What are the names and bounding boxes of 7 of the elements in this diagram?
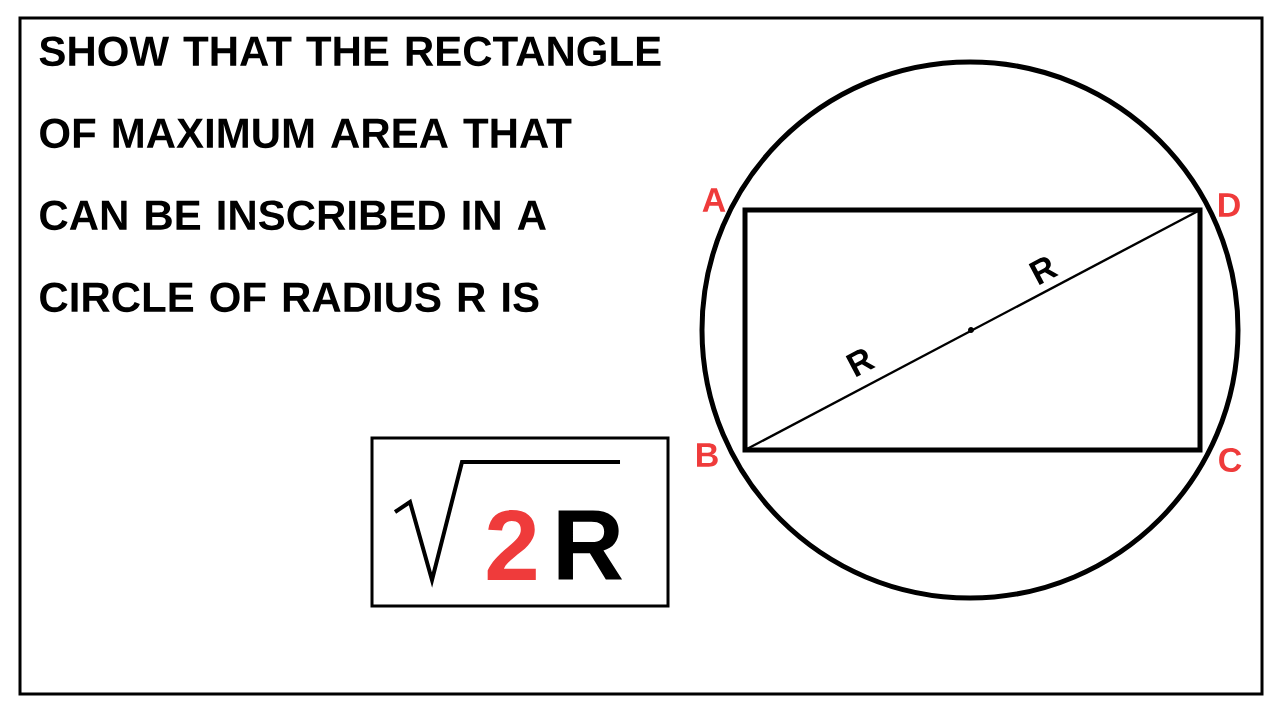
corner-label: D — [1219, 193, 1240, 217]
corner-label: A — [702, 188, 726, 212]
radius-label: R — [1028, 257, 1059, 286]
title: SHOW THAT THE RECTANGLE OF MAXIMUM AREA THAT CAN BE INSCRIBED IN A CIRCLE OF RADIUS R IS — [39, 36, 661, 313]
radius-label: R — [845, 349, 876, 378]
corner-label: C — [1219, 447, 1242, 473]
formula-box: 2 R — [370, 436, 670, 608]
